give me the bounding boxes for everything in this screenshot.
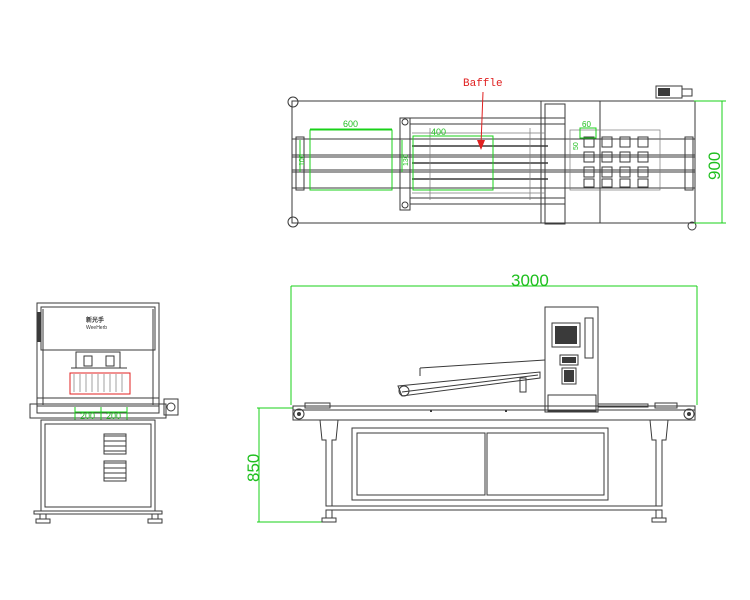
side-inclined-feeder [397,371,541,397]
dim-100: 100 [299,154,306,166]
dim-850: 850 [244,454,263,482]
end-vent-lower [103,460,127,482]
side-cabinet [351,427,609,501]
baffle-label: Baffle [463,78,503,90]
brand-en: WeeHerb [86,325,107,331]
top-motor-end [681,88,693,97]
dim-50: 50 [573,142,580,150]
brand-cn: 新光手 [86,316,104,324]
product-grid [569,129,661,191]
top-view: 600 400 60 50 100 130 900 Baffle [287,78,726,231]
dim-900: 900 [705,152,724,180]
end-vent-upper [103,433,127,455]
top-motor-body [658,88,670,96]
top-left-pulley [295,136,305,191]
end-red-outline [69,372,131,395]
top-corner-wheel [687,221,697,231]
end-dim-a: 200 [80,411,95,421]
dim-130: 130 [403,154,410,166]
top-right-pulley [684,136,694,191]
side-view: 3000 850 [244,271,698,523]
dim-60: 60 [582,120,591,129]
side-control-panel [551,322,581,348]
dim-box-400 [412,135,494,191]
end-dim-b: 200 [106,411,121,421]
baffle-arrow [477,140,485,150]
dim-box-600 [309,129,393,191]
top-corner-wheel [287,96,299,108]
top-corner-wheel [287,216,299,228]
end-motor [163,398,179,416]
baffle-frame-bottom [409,197,566,205]
side-leg-right [649,419,669,507]
side-leg-left [319,419,339,507]
top-frame [291,100,696,224]
end-hood [36,302,160,414]
dim-400: 400 [431,127,446,137]
dim-3000: 3000 [511,271,549,290]
baffle-frame-left [399,117,411,211]
side-conveyor-bed [292,405,696,421]
dim-600: 600 [343,119,358,129]
baffle-frame-top [409,117,566,125]
end-cabinet [40,419,156,512]
baffle-column [544,103,566,225]
side-control-column [544,306,599,413]
end-view: 新光手 WeeHerb 200 200 [29,302,179,524]
end-table-top [29,403,167,419]
